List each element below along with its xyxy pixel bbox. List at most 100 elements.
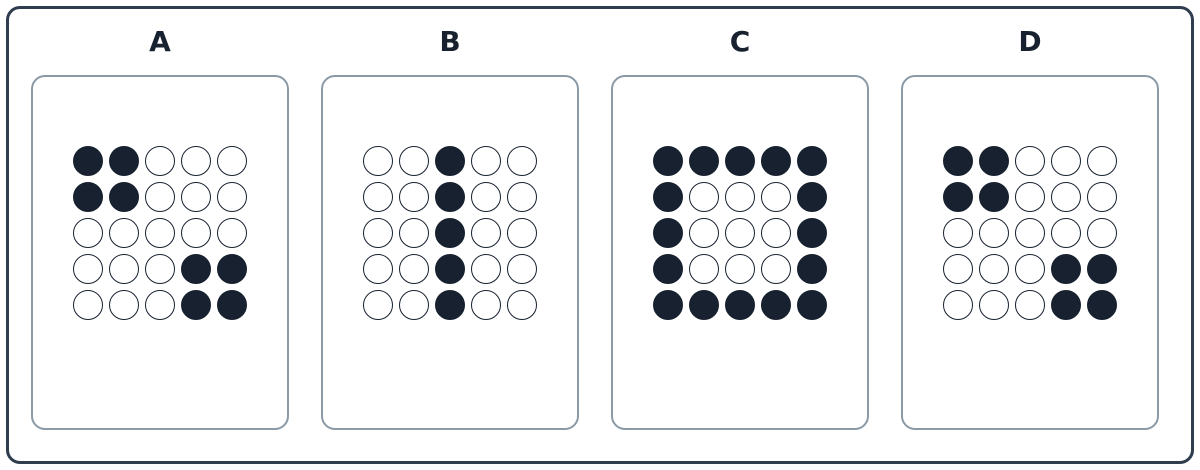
- filled-dot-a-r4c5: [217, 254, 247, 284]
- filled-dot-c-r5c1: [653, 290, 683, 320]
- filled-dot-b-r2c3: [435, 182, 465, 212]
- empty-dot-d-r5c1: [943, 290, 973, 320]
- filled-dot-a-r5c5: [217, 290, 247, 320]
- empty-dot-c-r2c4: [761, 182, 791, 212]
- filled-dot-c-r2c5: [797, 182, 827, 212]
- filled-dot-c-r3c1: [653, 218, 683, 248]
- filled-dot-d-r4c4: [1051, 254, 1081, 284]
- option-label-d: D: [1018, 25, 1042, 58]
- empty-dot-b-r3c1: [363, 218, 393, 248]
- empty-dot-b-r4c5: [507, 254, 537, 284]
- empty-dot-b-r5c5: [507, 290, 537, 320]
- empty-dot-c-r4c3: [725, 254, 755, 284]
- filled-dot-c-r1c5: [797, 146, 827, 176]
- filled-dot-c-r2c1: [653, 182, 683, 212]
- option-label-b: B: [439, 25, 461, 58]
- empty-dot-a-r3c5: [217, 218, 247, 248]
- empty-dot-b-r2c4: [471, 182, 501, 212]
- option-b[interactable]: B: [321, 0, 579, 470]
- dot-grid-d: [943, 146, 1123, 326]
- dot-grid-c: [653, 146, 833, 326]
- empty-dot-d-r5c2: [979, 290, 1009, 320]
- filled-dot-d-r1c2: [979, 146, 1009, 176]
- empty-dot-a-r4c1: [73, 254, 103, 284]
- empty-dot-a-r1c4: [181, 146, 211, 176]
- option-label-a: A: [149, 25, 171, 58]
- empty-dot-d-r2c5: [1087, 182, 1117, 212]
- empty-dot-a-r3c1: [73, 218, 103, 248]
- filled-dot-b-r4c3: [435, 254, 465, 284]
- empty-dot-b-r3c2: [399, 218, 429, 248]
- option-c[interactable]: C: [611, 0, 869, 470]
- empty-dot-a-r4c3: [145, 254, 175, 284]
- option-card-b[interactable]: [321, 75, 579, 430]
- empty-dot-b-r1c1: [363, 146, 393, 176]
- filled-dot-c-r5c5: [797, 290, 827, 320]
- empty-dot-d-r1c4: [1051, 146, 1081, 176]
- empty-dot-a-r5c2: [109, 290, 139, 320]
- option-label-c: C: [729, 25, 751, 58]
- filled-dot-b-r3c3: [435, 218, 465, 248]
- filled-dot-b-r5c3: [435, 290, 465, 320]
- filled-dot-c-r5c2: [689, 290, 719, 320]
- empty-dot-c-r2c2: [689, 182, 719, 212]
- empty-dot-d-r2c3: [1015, 182, 1045, 212]
- empty-dot-b-r5c4: [471, 290, 501, 320]
- empty-dot-b-r1c2: [399, 146, 429, 176]
- option-card-a[interactable]: [31, 75, 289, 430]
- empty-dot-b-r1c5: [507, 146, 537, 176]
- filled-dot-c-r1c4: [761, 146, 791, 176]
- empty-dot-d-r3c4: [1051, 218, 1081, 248]
- empty-dot-b-r4c4: [471, 254, 501, 284]
- filled-dot-a-r1c1: [73, 146, 103, 176]
- empty-dot-a-r3c4: [181, 218, 211, 248]
- empty-dot-b-r5c2: [399, 290, 429, 320]
- empty-dot-d-r4c1: [943, 254, 973, 284]
- empty-dot-d-r5c3: [1015, 290, 1045, 320]
- empty-dot-c-r3c3: [725, 218, 755, 248]
- filled-dot-c-r1c1: [653, 146, 683, 176]
- empty-dot-c-r3c2: [689, 218, 719, 248]
- empty-dot-b-r1c4: [471, 146, 501, 176]
- filled-dot-d-r2c1: [943, 182, 973, 212]
- option-d[interactable]: D: [901, 0, 1159, 470]
- empty-dot-a-r5c1: [73, 290, 103, 320]
- dot-grid-a: [73, 146, 253, 326]
- filled-dot-d-r4c5: [1087, 254, 1117, 284]
- empty-dot-a-r1c5: [217, 146, 247, 176]
- empty-dot-d-r2c4: [1051, 182, 1081, 212]
- option-a[interactable]: A: [31, 0, 289, 470]
- empty-dot-a-r1c3: [145, 146, 175, 176]
- filled-dot-d-r2c2: [979, 182, 1009, 212]
- empty-dot-b-r2c5: [507, 182, 537, 212]
- filled-dot-d-r5c4: [1051, 290, 1081, 320]
- filled-dot-c-r4c1: [653, 254, 683, 284]
- empty-dot-a-r4c2: [109, 254, 139, 284]
- empty-dot-d-r1c5: [1087, 146, 1117, 176]
- empty-dot-a-r2c5: [217, 182, 247, 212]
- empty-dot-d-r3c2: [979, 218, 1009, 248]
- empty-dot-a-r3c3: [145, 218, 175, 248]
- empty-dot-d-r3c5: [1087, 218, 1117, 248]
- filled-dot-a-r2c1: [73, 182, 103, 212]
- empty-dot-b-r2c2: [399, 182, 429, 212]
- filled-dot-c-r1c3: [725, 146, 755, 176]
- empty-dot-d-r3c3: [1015, 218, 1045, 248]
- filled-dot-c-r5c4: [761, 290, 791, 320]
- filled-dot-c-r3c5: [797, 218, 827, 248]
- empty-dot-c-r4c2: [689, 254, 719, 284]
- filled-dot-d-r1c1: [943, 146, 973, 176]
- filled-dot-a-r2c2: [109, 182, 139, 212]
- empty-dot-a-r2c4: [181, 182, 211, 212]
- empty-dot-c-r2c3: [725, 182, 755, 212]
- empty-dot-c-r3c4: [761, 218, 791, 248]
- filled-dot-c-r1c2: [689, 146, 719, 176]
- filled-dot-a-r1c2: [109, 146, 139, 176]
- empty-dot-d-r3c1: [943, 218, 973, 248]
- option-card-d[interactable]: [901, 75, 1159, 430]
- option-card-c[interactable]: [611, 75, 869, 430]
- empty-dot-d-r4c3: [1015, 254, 1045, 284]
- empty-dot-a-r2c3: [145, 182, 175, 212]
- filled-dot-d-r5c5: [1087, 290, 1117, 320]
- empty-dot-b-r3c4: [471, 218, 501, 248]
